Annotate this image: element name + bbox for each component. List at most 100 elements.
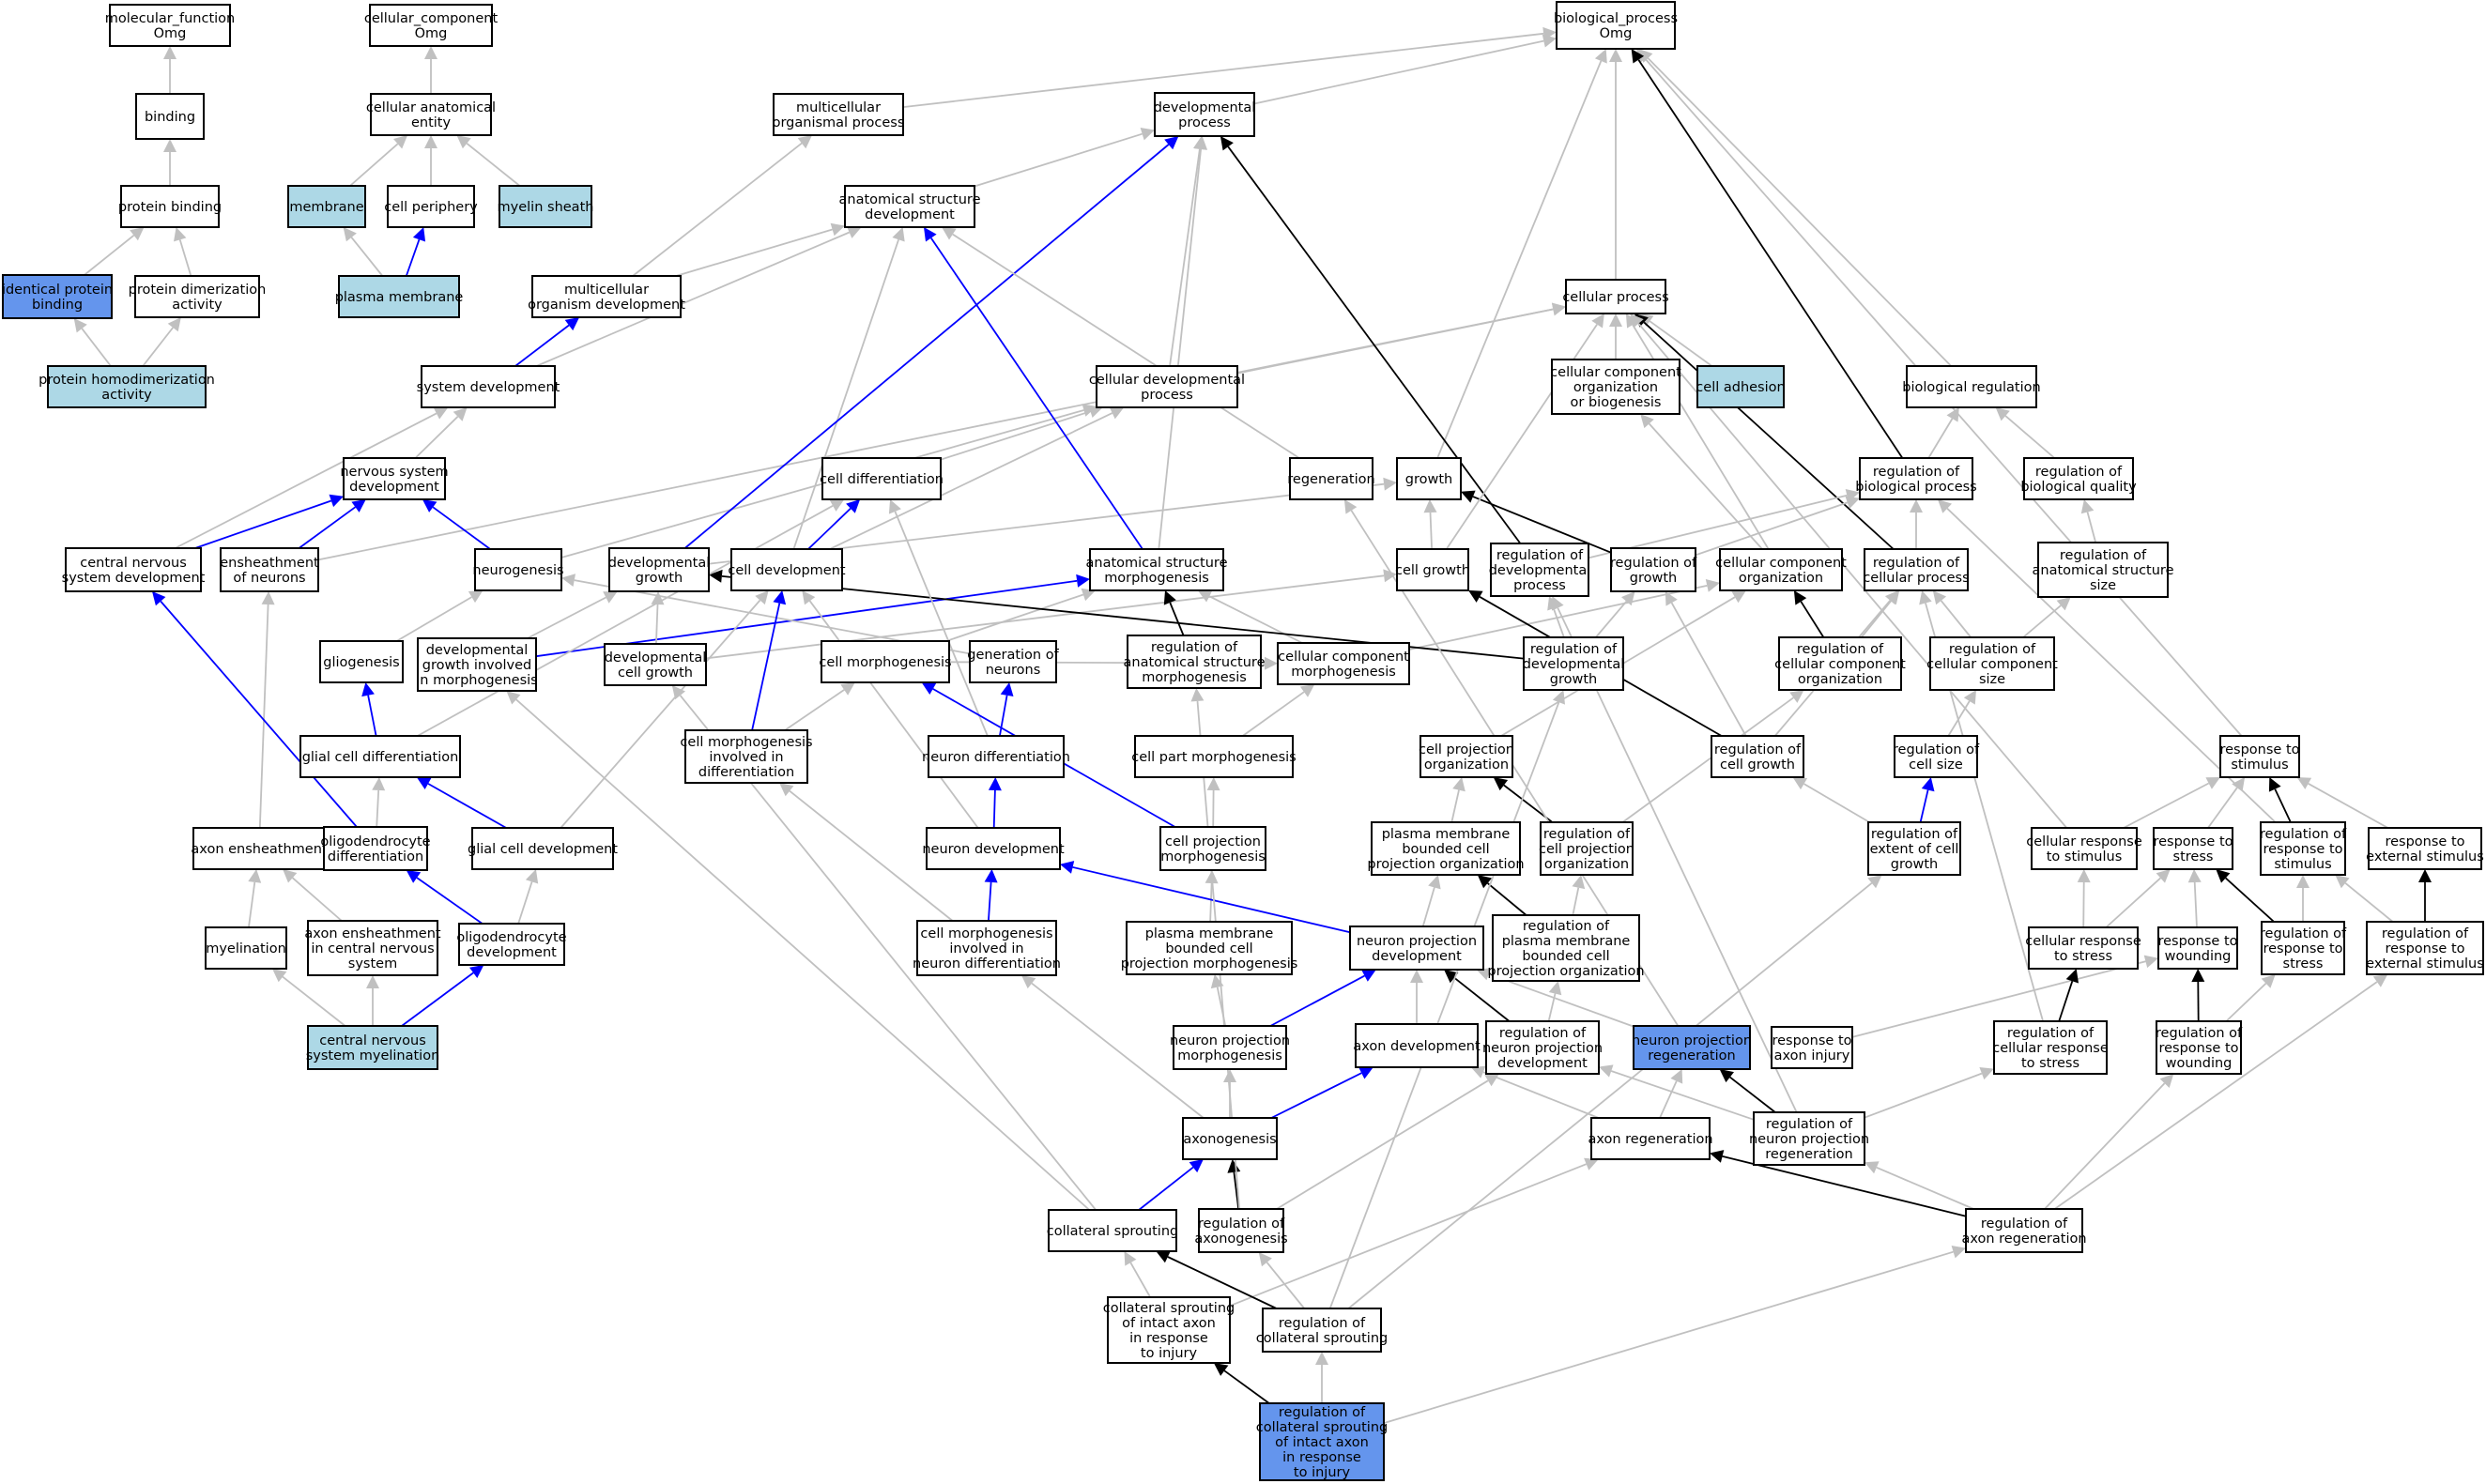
go-term-cellperiph[interactable]: cell periphery (384, 185, 478, 228)
go-term-membrane[interactable]: membrane (287, 185, 366, 228)
go-term-protbind[interactable]: protein binding (118, 185, 222, 228)
go-term-neurondev[interactable]: neuron development (922, 827, 1065, 870)
go-term-cellmorph[interactable]: cell morphogenesis (819, 640, 952, 683)
go-term-axonregen[interactable]: axon regeneration (1588, 1117, 1713, 1160)
go-term-gcd[interactable]: glial cell differentiation (299, 735, 461, 778)
go-term-cpm_part[interactable]: cell part morphogenesis (1131, 735, 1297, 778)
go-term-myelin[interactable]: myelin sheath (498, 185, 594, 228)
go-term-axonogen[interactable]: axonogenesis (1182, 1117, 1278, 1160)
go-term-cellproc[interactable]: cellular process (1562, 279, 1669, 314)
go-term-binding[interactable]: binding (135, 93, 205, 140)
go-term-neurogen[interactable]: neurogenesis (472, 548, 564, 591)
go-term-celldev[interactable]: cell development (728, 548, 846, 591)
go-term-growth[interactable]: growth (1396, 457, 1462, 500)
go-term-axondev[interactable]: axon development (1353, 1023, 1481, 1068)
go-term-cellgrowth[interactable]: cell growth (1395, 548, 1470, 591)
go-term-bioreg[interactable]: biological regulation (1902, 365, 2041, 408)
go-term-collspr[interactable]: collateral sprouting (1047, 1209, 1178, 1252)
edge-line (675, 228, 833, 277)
go-term-neurdiff[interactable]: neuron differentiation (922, 735, 1070, 778)
go-term-celldiff[interactable]: cell differentiation (820, 457, 944, 500)
go-term-plasmamem[interactable]: plasma membrane (335, 275, 464, 318)
go-term-axonens[interactable]: axon ensheathment (191, 827, 328, 870)
go-term-sysdev[interactable]: system development (417, 365, 560, 408)
go-term-glialdev[interactable]: glial cell development (468, 827, 618, 870)
go-term-regen[interactable]: regeneration (1287, 457, 1375, 500)
go-term-celladh[interactable]: cell adhesion (1696, 365, 1786, 408)
go-term-gliogen[interactable]: gliogenesis (319, 640, 404, 683)
go-term-myelination[interactable]: myelination (205, 926, 287, 970)
